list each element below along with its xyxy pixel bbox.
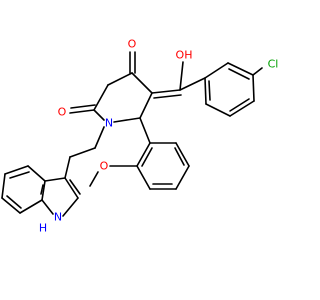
- bond-c3-ring: [107, 72, 133, 86]
- carbonyl-groups: [69, 51, 136, 114]
- bond-mp-2: [175, 142, 190, 167]
- bond-benz-3: [1, 173, 6, 199]
- bond-benz-inner-3: [40, 184, 44, 195]
- bond-cp-4: [229, 100, 255, 117]
- bond-mp-inner-3: [141, 147, 153, 167]
- bond-mp-inner-1: [174, 147, 185, 166]
- atom-nitrogen-ring: N: [105, 117, 113, 130]
- bond-cp-6: [204, 77, 207, 105]
- bond-n1-c2: [93, 109, 105, 121]
- atom-chlorine: Cl: [268, 58, 279, 71]
- bond-ind-c3-c2: [64, 177, 79, 199]
- bond-ind-c3-c2-double: [69, 179, 81, 195]
- bond-c2-o: [69, 109, 95, 114]
- atom-methoxy-oxygen: O: [100, 160, 109, 173]
- bond-mp-6: [136, 142, 151, 167]
- bond-c3-c4: [131, 72, 153, 94]
- atom-indole-hydrogen: H: [39, 222, 47, 235]
- bond-c2-o-double: [70, 104, 96, 109]
- bond-c4-c5: [139, 92, 153, 119]
- bond-benz-inner-1: [9, 171, 30, 179]
- bond-c4-exo: [151, 89, 181, 94]
- bond-benz-inner-2: [6, 195, 22, 209]
- bond-ind-c2-n: [62, 197, 79, 217]
- bond-c4-exo-double: [153, 94, 182, 99]
- bond-ind-n-c7a: [41, 199, 54, 215]
- bond-cp-inner-2: [229, 98, 250, 112]
- bond-ind-c7a-c3a: [41, 180, 46, 201]
- bond-ch2-indole: [64, 156, 71, 179]
- bond-mp-5: [136, 165, 151, 190]
- bond-c2-c3: [93, 84, 109, 111]
- bond-cp-inner-3: [208, 80, 211, 101]
- bond-benz-1: [27, 165, 46, 182]
- bond-cp-inner-1: [228, 68, 250, 80]
- bond-cp-cl: [252, 67, 263, 76]
- ethyl-linker: [64, 126, 105, 179]
- bond-cp-2: [227, 62, 254, 76]
- bond-exo-oh: [179, 61, 184, 91]
- pyrrolidinone-ring: [93, 72, 153, 123]
- atom-hydroxyl: OH: [176, 49, 193, 62]
- bond-cp-5: [205, 103, 231, 117]
- atom-oxygen-top: O: [128, 38, 137, 51]
- bond-exo-aryl: [179, 77, 206, 91]
- bond-mp-3: [175, 165, 190, 190]
- bond-benz-4: [1, 197, 21, 214]
- bond-cp-3: [252, 74, 255, 102]
- bond-benz-5: [19, 199, 43, 214]
- bond-c5-mp: [139, 117, 151, 144]
- indole-ring: [1, 165, 81, 217]
- bond-c5-n1: [113, 117, 141, 123]
- bond-benz-2: [4, 165, 29, 175]
- chlorophenyl-ring: [204, 62, 263, 117]
- molecule-diagram: O O OH N Cl O N H: [1, 38, 279, 235]
- molecule-structure: O O OH N Cl O N H: [1, 38, 279, 235]
- bond-ind-c3a-c3: [44, 177, 66, 182]
- atom-labels: O O OH N Cl O N H: [39, 38, 279, 235]
- atom-indole-nitrogen: N: [54, 211, 62, 224]
- bond-ch2-ch2: [69, 147, 96, 158]
- bond-cp-1: [204, 62, 229, 79]
- enol-linker: [151, 61, 206, 99]
- bond-n-ch2: [94, 126, 105, 149]
- bond-ome-methyl: [89, 171, 99, 187]
- methoxyphenyl-ring: [89, 117, 190, 190]
- atom-oxygen-left: O: [58, 106, 67, 119]
